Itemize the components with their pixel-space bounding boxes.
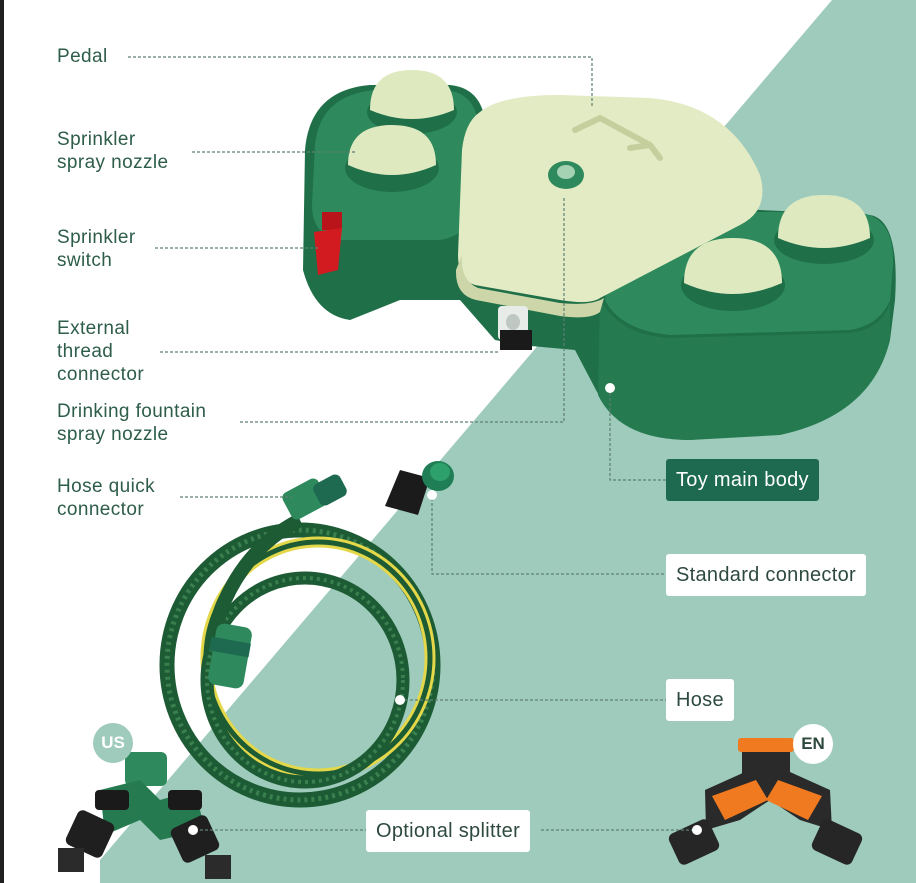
label-sprinkler-spray-nozzle: Sprinkler spray nozzle (57, 129, 169, 173)
left-edge (0, 0, 4, 883)
leader-lines (128, 56, 696, 831)
label-drinking-fountain-spray-nozzle: Drinking fountain spray nozzle (57, 401, 207, 445)
label-pedal: Pedal (57, 46, 108, 67)
leader-dots (188, 383, 702, 835)
en-splitter-illustration (668, 738, 863, 865)
tag-optional-splitter: Optional splitter (366, 810, 531, 852)
badge-us: US (93, 723, 133, 763)
tag-toy-main-body: Toy main body (666, 459, 819, 501)
label-hose-quick-connector: Hose quick connector (57, 476, 155, 520)
sprinkler-toy-body-illustration (303, 70, 896, 440)
badge-en: EN (793, 724, 833, 764)
tag-standard-connector: Standard connector (666, 554, 866, 596)
us-splitter-illustration (58, 752, 231, 879)
tag-hose: Hose (666, 679, 734, 721)
label-external-thread-connector: External thread connector (57, 318, 145, 385)
coiled-hose-illustration (159, 474, 441, 808)
label-sprinkler-switch: Sprinkler switch (57, 227, 136, 271)
standard-connector-illustration (385, 461, 454, 515)
